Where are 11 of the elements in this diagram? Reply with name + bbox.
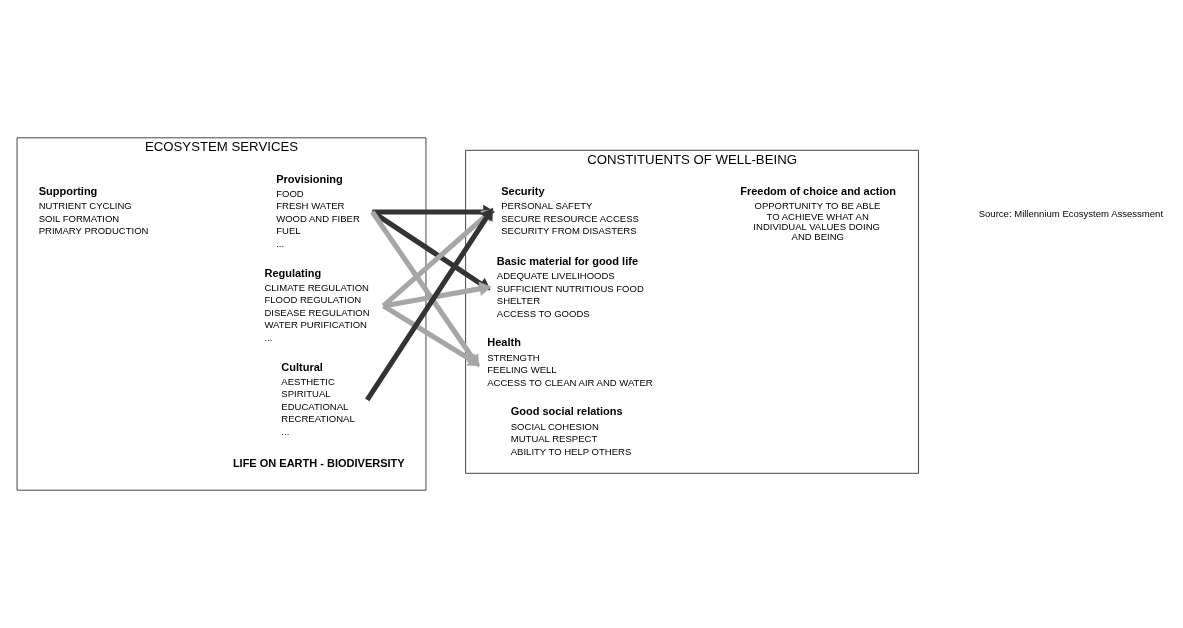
node-text: Cultural AESTHETIC SPIRITUAL EDUCATIONAL RECREATIONAL ... [281, 360, 355, 437]
node-text: Regulating CLIMATE REGULATION FLOOD REGULATION DISEASE REGULATION WATER PURIFICATION ... [264, 266, 370, 343]
node-text: Provisioning FOOD FRESH WATER WOOD AND FIBER FUEL ... [276, 172, 360, 249]
node-text: Good social relations SOCIAL COHESION MUTUAL RESPECT ABILITY TO HELP OTHERS [510, 405, 632, 457]
node-text: Basic material for good life ADEQUATE LIVELIHOODS SUFFICIENT NUTRITIOUS FOOD SHELTER ACCESS TO GOODS [496, 254, 644, 319]
node-text: Supporting NUTRIENT CYCLING SOIL FORMATION PRIMARY PRODUCTION [38, 185, 149, 237]
node-text: Security PERSONAL SAFETY SECURE RESOURCE ACCESS SECURITY FROM DISASTERS [501, 185, 639, 237]
node-text: Health STRENGTH FEELING WELL ACCESS TO CLEAN AIR AND WATER [487, 336, 653, 388]
node-text: Freedom of choice and action OPPORTUNITY TO BE ABLE TO ACHIEVE WHAT AN INDIVIDUAL VALUES DOING AND BEING [740, 185, 897, 243]
label: Source: Millennium Ecosystem Assessment [978, 208, 1164, 220]
node-text: LIFE ON EARTH - BIODIVERSITY [232, 457, 405, 470]
